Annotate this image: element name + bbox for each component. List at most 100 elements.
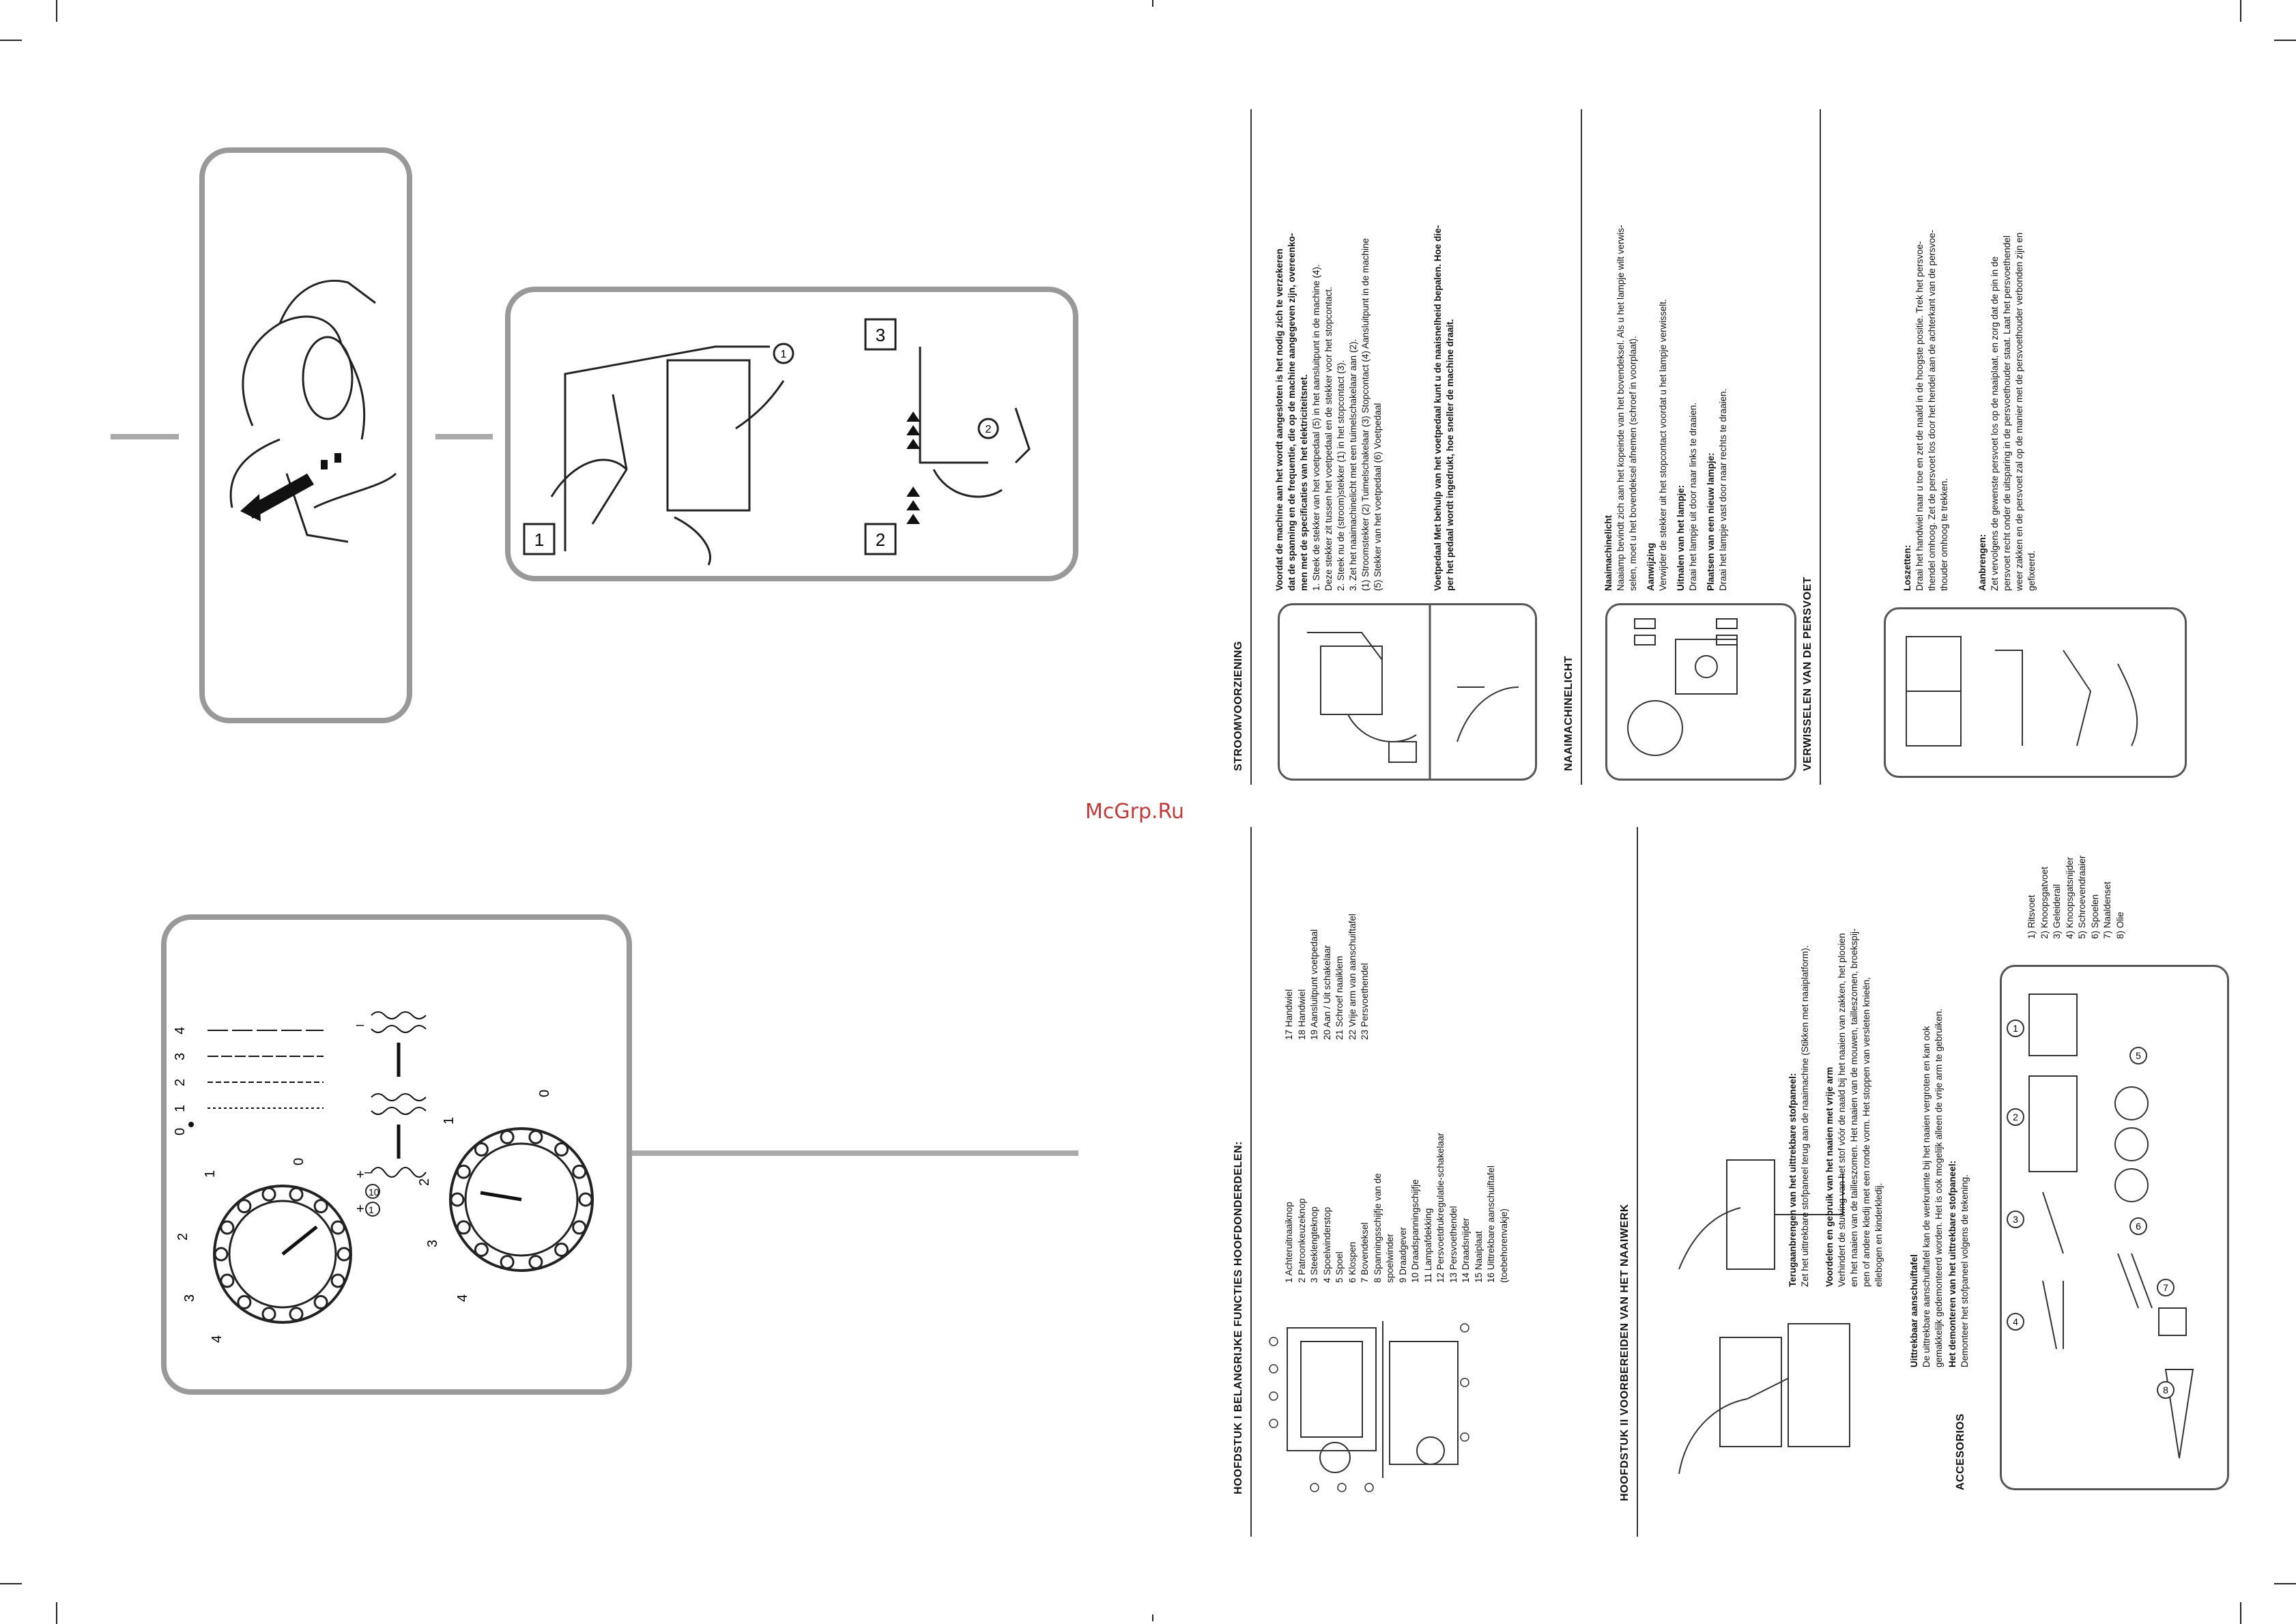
free-arm-illustration [1665,1133,1867,1296]
column-rule [1581,109,1582,785]
power-supply-heading: STROOMVOORZIENING [1233,641,1244,771]
dial-notch [214,1247,229,1262]
sewing-light-text: Naaimachinelicht Naaiamp bevindt zich aa… [1603,224,1728,591]
dial-notch [500,1255,515,1270]
accessories-heading: ACCESORIOS [1955,1413,1966,1490]
dial-number: 3 [182,1294,197,1302]
dial-number: 3 [425,1240,440,1247]
step-badge [523,523,556,555]
scale-number: 3 [173,1053,188,1060]
tension-dial [449,1127,594,1272]
dial-circled: 1 [369,1204,374,1215]
sewing-light-illustration [1605,603,1796,781]
column-rule [1820,109,1821,785]
finger-press-panel [199,147,412,723]
watermark: McGrp.Ru [1085,800,1185,824]
accessory-label: 3 [2013,1214,2018,1225]
dial-circled: 10 [369,1187,379,1198]
step-badge [864,523,897,555]
dial-minus: – [364,1165,373,1180]
drop-in-table-illustration [1665,1296,1867,1501]
dial-number: 2 [417,1178,432,1186]
scale-number: 4 [173,1027,188,1034]
step-number: 3 [876,325,885,345]
accessory-label: 5 [2136,1050,2141,1061]
step-badge [864,318,897,351]
dial-notch [474,1243,489,1257]
remove-panel-text: Het demonteren van het uittrekbare stofp… [1947,1160,1970,1367]
dial-notch [474,1142,489,1157]
stitch-marks [906,411,920,524]
dial-number: 1 [442,1117,457,1125]
scale-number: 0 [173,1128,188,1135]
dial-notch [220,1273,235,1288]
sewing-light-heading: NAAIMACHINELICHT [1563,656,1575,771]
dial-number: 4 [455,1294,470,1302]
step-number: 2 [876,530,885,550]
accessories-box: 1 2 3 4 5 6 7 8 [2000,965,2229,1490]
dial-number: 0 [291,1158,306,1165]
tension-symbols [371,1011,427,1178]
dial-notch [237,1294,252,1309]
accessory-label: 2 [2013,1112,2018,1122]
crop-mark [56,0,57,22]
dial-notch [330,1220,345,1235]
connector-line [111,434,179,439]
crop-mark [0,40,22,41]
drop-in-table-text: Uittrekbaar aanschuiftafel De uittrekbar… [1909,1008,1944,1367]
presser-foot-steps-panel: 1 2 3 1 2 [505,287,1078,771]
dial-notch [289,1187,304,1202]
accessory-label: 1 [2013,1023,2018,1034]
stitch-length-scale: 0 1 2 3 4 [173,1027,324,1135]
callout-number: 1 [781,349,787,360]
power-supply-illustration [1278,603,1537,781]
crop-mark [1152,0,1153,7]
crop-mark [1152,1614,1153,1621]
dial-notch [554,1142,569,1157]
dial-notch [572,1164,587,1179]
free-arm-text: Voordelen en gebruik van het naaien met … [1824,928,1884,1287]
crop-mark [2240,0,2241,22]
dial-notch [261,1187,276,1202]
tension-plus: + [356,1168,364,1183]
finger-press-illustration [229,280,397,543]
scale-number: 2 [173,1079,188,1086]
dial-notch [289,1307,304,1322]
dial-notch [450,1192,465,1207]
dial-notch [528,1129,543,1144]
foot-pedal-text: Voetpedaal Met behulp van het voetpedaal… [1433,224,1455,591]
dial-notch [456,1164,471,1179]
dial-number: 1 [203,1170,218,1178]
dials-panel: 0 1 2 3 4 – + 1 10 0 1 2 3 4 [161,914,632,1395]
presser-foot-attach-text: Aanbrengen: Zet vervolgens de gewenste p… [1977,232,2037,591]
dial-notch [330,1273,345,1288]
dial-notch [261,1307,276,1322]
dial-number: 4 [210,1335,225,1343]
scale-number: 1 [173,1105,188,1112]
machine-parts-diagram [1269,1321,1469,1492]
presser-foot-illustration [1884,607,2187,778]
column-rule [1250,109,1252,785]
dial-notch [578,1192,593,1207]
dial-notch [313,1199,328,1214]
chapter2-heading: HOOFDSTUK II VOORBEREIDEN VAN HET NAAIWE… [1619,1204,1631,1501]
return-panel-text: Terugaanbrengen van het uittrekbare stof… [1788,945,1810,1287]
dial-notch [528,1255,543,1270]
dial-notch [336,1247,351,1262]
dial-plus: + [356,1202,364,1217]
dial-notch [456,1220,471,1235]
presser-foot-steps-illustration: 1 2 3 1 2 [523,318,1050,771]
dial-notch [554,1243,569,1257]
crop-mark [56,1602,57,1624]
dials-illustration: 0 1 2 3 4 – + 1 10 0 1 2 3 4 [173,1011,594,1343]
crop-mark [2274,40,2296,41]
presser-foot-heading: VERWISSELEN VAN DE PERSVOET [1802,577,1813,771]
callout-number: 2 [986,424,992,435]
crop-mark [2274,1583,2296,1584]
stitch-length-dial [213,1185,352,1324]
connector-line [632,1150,1078,1156]
crop-mark [2240,1602,2241,1624]
accessory-label: 4 [2013,1316,2018,1327]
